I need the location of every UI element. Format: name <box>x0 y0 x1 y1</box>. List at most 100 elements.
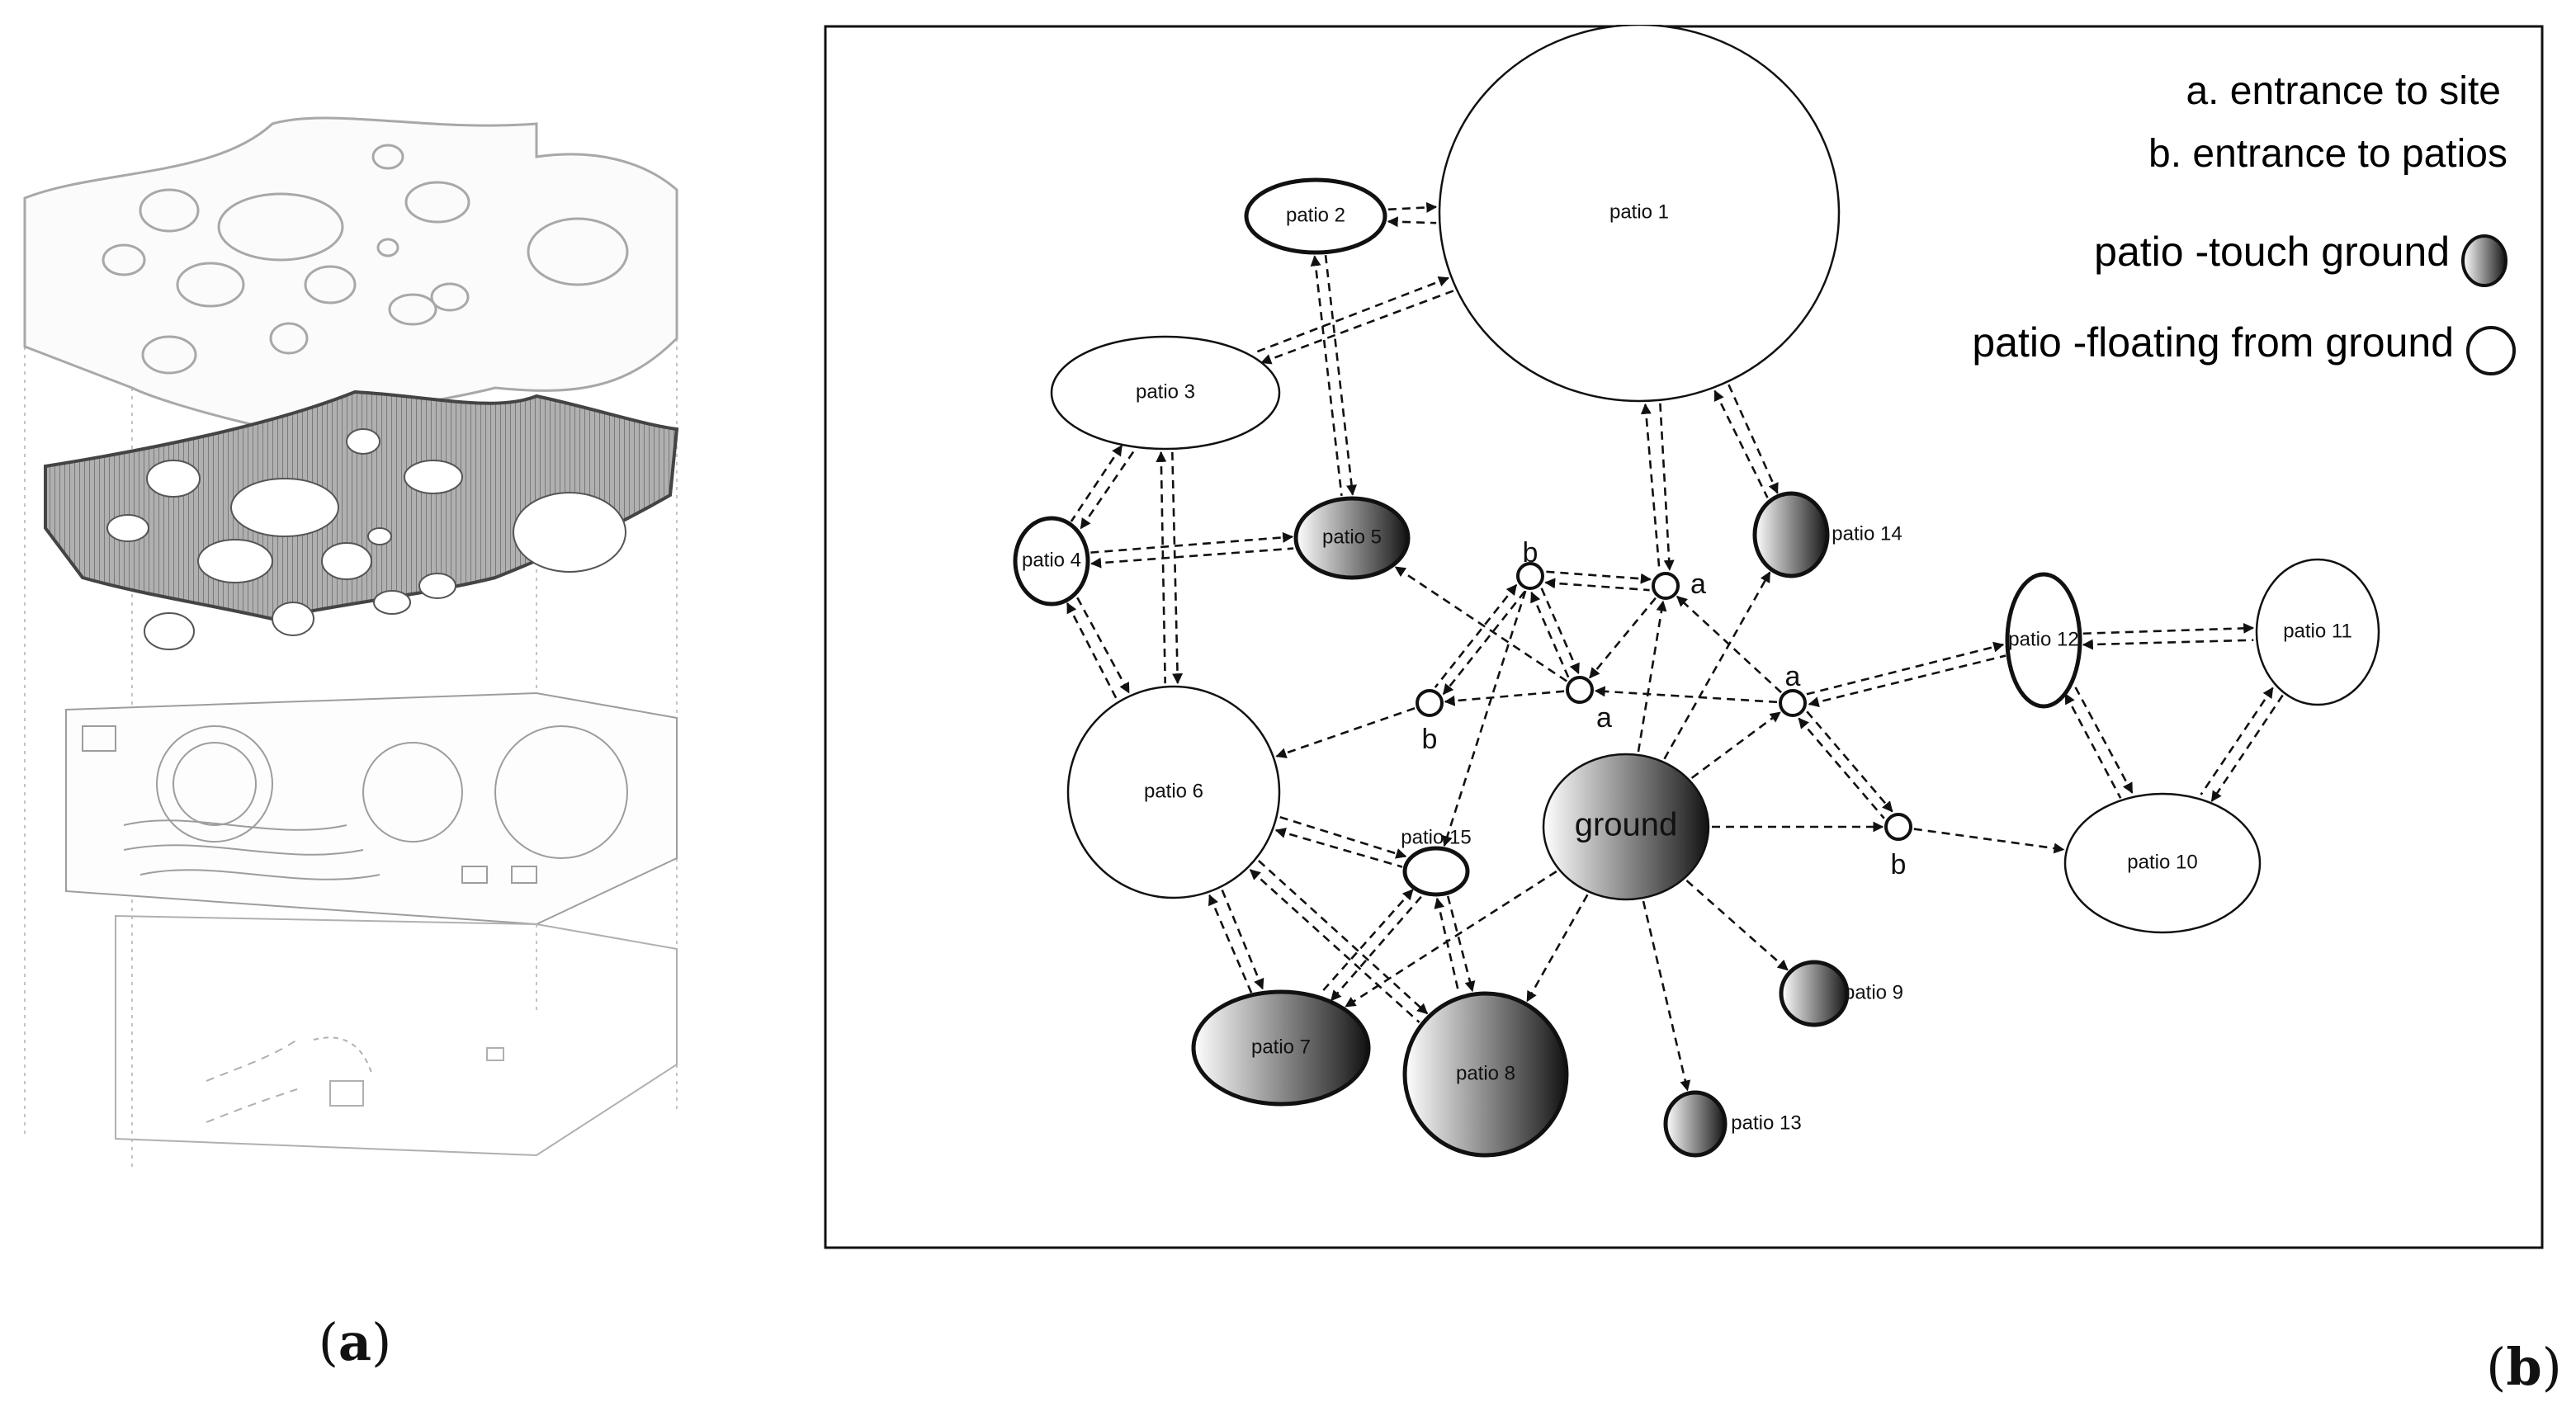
edge-patio3-patio6 <box>1171 451 1184 685</box>
edge-patio2-patio1 <box>1387 216 1437 228</box>
edge-patio2-patio5 <box>1310 255 1343 497</box>
node-patio13: patio 13 <box>1663 1090 1802 1158</box>
node-patio6-shape <box>1066 685 1281 899</box>
edge-patio15-patio7 <box>1330 895 1422 1002</box>
edge-ground-patio13 <box>1642 900 1691 1092</box>
panel-a-caption: (a) <box>318 1312 392 1372</box>
node-patio15-label: patio 15 <box>1401 826 1471 848</box>
node-a3-label: a <box>1785 661 1801 692</box>
base-plan-layer <box>115 914 678 1157</box>
node-patio11: patio 11 <box>2255 558 2380 706</box>
node-patio15-shape <box>1402 846 1470 897</box>
node-patio9-label: patio 9 <box>1844 981 1903 1003</box>
edge-ground-patio9 <box>1685 880 1789 971</box>
edge-b1-a1 <box>1544 578 1650 592</box>
ground-plan-layer <box>65 691 678 926</box>
node-b3: b <box>1884 813 1912 880</box>
legend-entrance-patios: b. entrance to patios <box>2148 132 2507 176</box>
edge-b1-patio15 <box>1442 590 1527 847</box>
edge-patio15-patio8 <box>1446 895 1476 993</box>
node-a1-shape <box>1652 572 1680 600</box>
node-patio6: patio 6 <box>1066 685 1281 899</box>
edge-b3-patio10 <box>1913 828 2065 854</box>
edge-patio3-patio6 <box>1156 451 1167 684</box>
edge-patio1-patio14 <box>1713 389 1769 498</box>
node-a2-label: a <box>1596 702 1612 734</box>
edge-a1-a2 <box>1589 597 1657 679</box>
node-patio14: patio 14 <box>1752 491 1902 578</box>
node-a1: a <box>1652 569 1706 600</box>
edge-patio15-patio8 <box>1434 897 1461 995</box>
edge-patio4-patio6 <box>1076 597 1130 694</box>
edge-patio6-patio15 <box>1274 828 1403 868</box>
node-patio11-shape <box>2255 558 2380 706</box>
node-patio2-label: patio 2 <box>1286 204 1345 226</box>
edge-a2-b2 <box>1444 690 1565 706</box>
edge-patio2-patio5 <box>1324 255 1357 496</box>
edge-patio11-patio10 <box>2210 694 2284 802</box>
legend-floating: patio -floating from ground <box>1972 319 2454 366</box>
edge-ground-patio14 <box>1663 571 1771 760</box>
node-patio12-label: patio 12 <box>2008 628 2078 650</box>
node-patio4-shape <box>1013 516 1090 607</box>
node-a2: a <box>1566 676 1612 734</box>
edge-patio3-patio4 <box>1080 451 1135 530</box>
edge-a3-patio12 <box>1806 641 2005 696</box>
node-a3: a <box>1779 661 1807 717</box>
node-patio3: patio 3 <box>1050 335 1281 451</box>
edge-patio4-patio5 <box>1090 547 1294 569</box>
edge-patio6-patio15 <box>1279 815 1407 859</box>
node-patio15: patio 15 <box>1401 826 1472 897</box>
node-b1: b <box>1516 537 1544 590</box>
node-a1-label: a <box>1690 569 1706 600</box>
panel-b-caption: (b) <box>2486 1337 2562 1397</box>
node-patio14-shape <box>1752 491 1830 578</box>
node-ground-shape <box>1542 753 1710 901</box>
node-b2-shape <box>1416 689 1444 717</box>
edge-patio1-patio14 <box>1728 384 1779 494</box>
node-b3-label: b <box>1891 849 1907 880</box>
node-patio5: patio 5 <box>1293 496 1411 580</box>
node-patio2: patio 2 <box>1244 177 1387 255</box>
edge-b1-a1 <box>1546 570 1652 584</box>
node-b2-label: b <box>1422 724 1438 755</box>
node-patio3-shape <box>1050 335 1281 451</box>
edge-patio12-patio11 <box>2082 639 2254 650</box>
edges-layer <box>1066 201 2284 1092</box>
edge-patio12-patio10 <box>2074 687 2134 794</box>
node-patio8-shape <box>1402 991 1569 1158</box>
node-patio5-shape <box>1293 496 1411 580</box>
node-patio12-shape <box>2005 572 2082 709</box>
legend-entrance-site: a. entrance to site <box>2186 69 2501 113</box>
node-ground: ground <box>1542 753 1710 901</box>
node-patio7-label: patio 7 <box>1251 1036 1311 1058</box>
node-patio13-shape <box>1663 1090 1728 1158</box>
node-patio10-label: patio 10 <box>2127 851 2197 873</box>
node-patio10: patio 10 <box>2063 792 2262 934</box>
node-patio3-label: patio 3 <box>1136 380 1195 403</box>
edge-a3-patio12 <box>1808 654 2006 707</box>
node-a3-shape <box>1779 689 1807 717</box>
legend-floating-swatch <box>2466 326 2516 375</box>
node-patio1-shape <box>1438 23 1841 403</box>
edge-a3-a2 <box>1594 686 1778 704</box>
node-patio7: patio 7 <box>1191 989 1371 1107</box>
node-b1-label: b <box>1523 537 1539 569</box>
edge-patio4-patio5 <box>1090 531 1294 554</box>
edge-patio6-patio7 <box>1221 890 1264 990</box>
edge-a2-patio5 <box>1394 566 1567 682</box>
edge-patio2-patio1 <box>1387 201 1438 213</box>
node-b2: b <box>1416 689 1444 755</box>
node-patio8-label: patio 8 <box>1456 1062 1515 1084</box>
edge-b1-a2 <box>1540 588 1580 675</box>
legend-touch-ground: patio -touch ground <box>2094 229 2450 275</box>
edge-patio1-patio3 <box>1255 276 1449 353</box>
node-patio12: patio 12 <box>2005 572 2082 709</box>
edge-ground-patio8 <box>1526 894 1589 1003</box>
node-patio9-shape <box>1779 960 1850 1027</box>
edge-patio3-patio4 <box>1070 445 1123 522</box>
node-a2-shape <box>1566 676 1594 704</box>
panel-a: (a) <box>0 0 817 1416</box>
legend: a. entrance to site b. entrance to patio… <box>1972 69 2516 375</box>
edge-a3-b3 <box>1798 717 1885 819</box>
